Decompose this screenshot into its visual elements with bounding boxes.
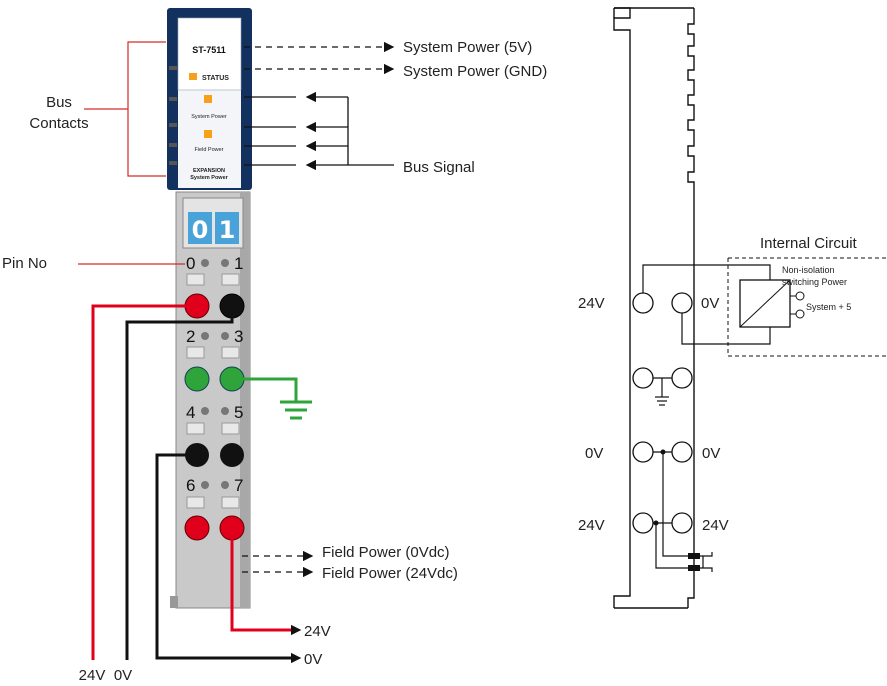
converter-label-2: switching Power — [782, 277, 847, 287]
bus-contacts-bracket — [84, 41, 166, 177]
bus-signal-label: Bus Signal — [403, 159, 475, 176]
system-plus-5-label: System + 5 — [806, 302, 851, 312]
status-text: STATUS — [202, 75, 229, 82]
supply-24v-label: 24V — [79, 667, 106, 684]
pin-number-2: 2 — [186, 327, 195, 346]
internal-circuit-label: Internal Circuit — [760, 235, 858, 252]
display-digit-0: 0 — [192, 216, 209, 244]
bus-contacts-label-2: Contacts — [29, 115, 88, 132]
pin-number-3: 3 — [234, 327, 243, 346]
pin-number-0: 0 — [186, 254, 195, 273]
schem-terminal-gnd-1 — [632, 367, 654, 389]
ground-symbol — [280, 400, 312, 420]
schem-terminal-24v-right — [671, 512, 693, 534]
wire-0v-supply — [125, 306, 234, 660]
terminal-6-red — [184, 515, 210, 541]
field-power-24v-label: Field Power (24Vdc) — [322, 565, 458, 582]
pin-number-6: 6 — [186, 476, 195, 495]
schem-terminal-24v-1 — [632, 292, 654, 314]
display-digit-1: 1 — [219, 216, 236, 244]
pin-number-4: 4 — [186, 403, 195, 422]
row1-right-label: 0V — [701, 295, 719, 312]
wire-24v-out — [230, 528, 298, 632]
status-led — [189, 73, 197, 80]
bus-contacts-label-1: Bus — [46, 94, 72, 111]
bus-contact-slits — [169, 66, 177, 165]
system-power-led — [204, 95, 212, 103]
terminal-2-green — [184, 366, 210, 392]
pin-number-5: 5 — [234, 403, 243, 422]
row3-left-label: 0V — [585, 445, 603, 462]
wire-0v-out — [155, 453, 298, 660]
schem-field-power-lines — [653, 451, 700, 569]
wire-24v-supply — [91, 304, 197, 660]
field-power-text: Field Power — [194, 147, 223, 153]
converter-label-1: Non-isolation — [782, 265, 835, 275]
io-module: ST-7511 STATUS System Power Field Power … — [167, 8, 252, 609]
schem-field-power-contacts — [688, 553, 700, 571]
pin-number-1: 1 — [234, 254, 243, 273]
schem-terminal-0v-1 — [671, 292, 693, 314]
wire-ground — [232, 377, 298, 401]
system-power-text: System Power — [191, 114, 227, 120]
row4-right-label: 24V — [702, 517, 729, 534]
schem-terminal-gnd-2 — [671, 367, 693, 389]
system-power-gnd-label: System Power (GND) — [403, 63, 547, 80]
terminal-5-black — [220, 443, 244, 467]
schem-terminal-0v-left — [632, 441, 654, 463]
system-power-5v-label: System Power (5V) — [403, 39, 532, 56]
schem-ground-symbol — [653, 377, 672, 406]
field-power-led — [204, 130, 212, 138]
expansion-text: EXPANSION — [193, 168, 225, 174]
model-text: ST-7511 — [192, 45, 226, 55]
internal-circuit-box — [727, 257, 887, 357]
out-24v-label: 24V — [304, 623, 331, 640]
supply-0v-label: 0V — [114, 667, 132, 684]
schem-terminal-24v-left — [632, 512, 654, 534]
expansion-sub-text: System Power — [190, 175, 228, 181]
row1-left-label: 24V — [578, 295, 605, 312]
field-power-0v-label: Field Power (0Vdc) — [322, 544, 450, 561]
pin-no-label: Pin No — [2, 255, 47, 272]
schematic-outline — [613, 7, 695, 609]
row3-right-label: 0V — [702, 445, 720, 462]
schem-terminal-0v-right — [671, 441, 693, 463]
row4-left-label: 24V — [578, 517, 605, 534]
pin-number-7: 7 — [234, 476, 243, 495]
bus-signal-lines — [244, 91, 394, 171]
out-0v-label: 0V — [304, 651, 322, 668]
